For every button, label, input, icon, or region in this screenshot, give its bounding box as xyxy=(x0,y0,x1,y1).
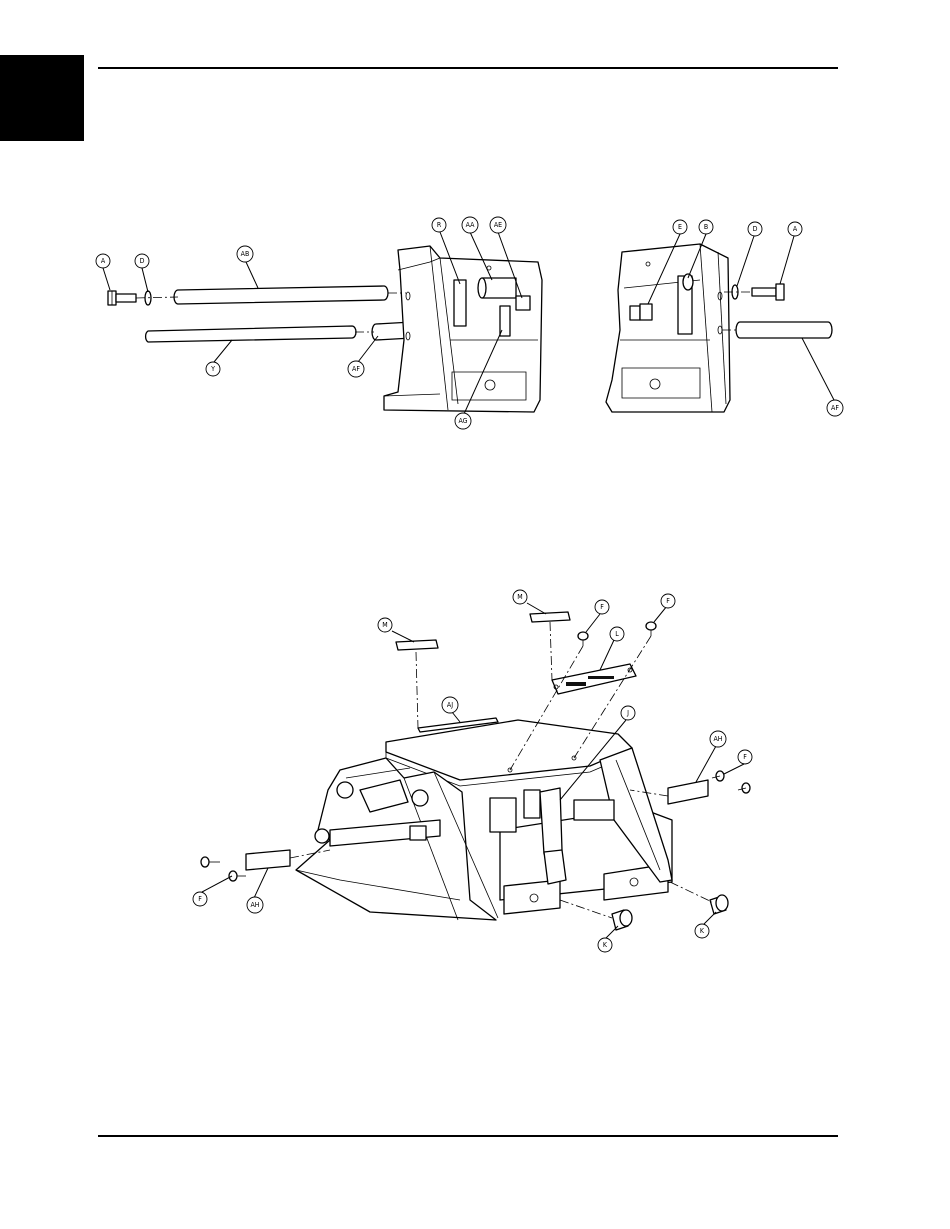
bolt-a-left xyxy=(108,291,136,305)
svg-text:A: A xyxy=(101,257,106,265)
exploded-view-pivot-tubes: A D AB Y AF R AA AE AG E B D A AF xyxy=(0,200,950,440)
tube-ab xyxy=(174,286,388,304)
callout-k-left: K xyxy=(598,938,612,952)
callout-f-1: F xyxy=(595,600,609,614)
callout-e: E xyxy=(673,220,687,234)
svg-text:D: D xyxy=(753,225,758,233)
svg-text:AJ: AJ xyxy=(447,701,453,709)
svg-text:M: M xyxy=(382,621,387,629)
callout-r-left: R xyxy=(432,218,446,232)
svg-text:A: A xyxy=(793,225,798,233)
svg-text:AF: AF xyxy=(831,404,839,412)
bushing-k-left xyxy=(612,910,632,930)
seat-base-frame xyxy=(296,718,672,920)
svg-text:E: E xyxy=(678,223,682,231)
decal-m-right xyxy=(530,612,570,622)
fastener-f-top-left xyxy=(578,632,588,646)
fastener-f-top-right xyxy=(646,622,656,636)
callout-b: B xyxy=(699,220,713,234)
bolt-a-right xyxy=(752,284,784,300)
svg-text:AH: AH xyxy=(250,901,259,909)
svg-text:AG: AG xyxy=(458,417,467,425)
callout-k-right: K xyxy=(695,924,709,938)
callout-ah-right: AH xyxy=(710,731,726,747)
footer-rule xyxy=(98,1135,838,1137)
callout-y: Y xyxy=(206,362,220,376)
tube-y xyxy=(146,326,356,342)
callout-ag: AG xyxy=(455,413,471,429)
svg-text:B: B xyxy=(704,223,708,231)
svg-text:F: F xyxy=(743,753,747,761)
svg-text:D: D xyxy=(140,257,145,265)
callout-l: L xyxy=(610,627,624,641)
callout-a-left: A xyxy=(96,254,110,268)
callout-m-left: M xyxy=(378,618,392,632)
callout-af-right: AF xyxy=(827,400,843,416)
callout-aa: AA xyxy=(462,217,478,233)
svg-text:M: M xyxy=(517,593,522,601)
callout-f-4: F xyxy=(193,892,207,906)
svg-text:R: R xyxy=(437,221,442,229)
header-rule xyxy=(98,67,838,69)
svg-text:AE: AE xyxy=(494,221,502,229)
svg-text:AA: AA xyxy=(466,221,476,229)
svg-text:L: L xyxy=(615,630,619,638)
plate-ah-right xyxy=(668,780,708,804)
svg-text:AB: AB xyxy=(241,250,250,258)
svg-text:Y: Y xyxy=(210,365,215,373)
callout-af-left: AF xyxy=(348,361,364,377)
callout-j: J xyxy=(621,706,635,720)
bushing-af-right xyxy=(736,322,832,338)
fastener-f-left-a xyxy=(201,857,220,867)
callout-ab: AB xyxy=(237,246,253,262)
callout-f-2: F xyxy=(661,594,675,608)
callout-a-right: A xyxy=(788,222,802,236)
decal-m-left xyxy=(396,640,438,650)
svg-text:J: J xyxy=(626,709,629,717)
fastener-f-right-a xyxy=(712,771,724,781)
frame-left-side xyxy=(384,246,542,412)
callout-ah-left: AH xyxy=(247,897,263,913)
svg-text:F: F xyxy=(198,895,202,903)
frame-right-side xyxy=(606,244,730,412)
callout-ae: AE xyxy=(490,217,506,233)
callout-d-left: D xyxy=(135,254,149,268)
svg-text:F: F xyxy=(666,597,670,605)
callout-aj: AJ xyxy=(442,697,458,713)
callout-m-right: M xyxy=(513,590,527,604)
callout-d-right: D xyxy=(748,222,762,236)
svg-text:F: F xyxy=(600,603,604,611)
plate-ah-left xyxy=(246,850,290,870)
bushing-k-right xyxy=(710,895,728,914)
svg-text:AH: AH xyxy=(713,735,722,743)
callout-f-3: F xyxy=(738,750,752,764)
exploded-view-seat-frame: M M F F L AJ J AH F F AH K K xyxy=(0,580,950,960)
section-tab xyxy=(0,55,84,141)
svg-text:AF: AF xyxy=(352,365,360,373)
washer-d-left xyxy=(145,291,151,305)
fastener-f-right-b xyxy=(738,783,750,793)
